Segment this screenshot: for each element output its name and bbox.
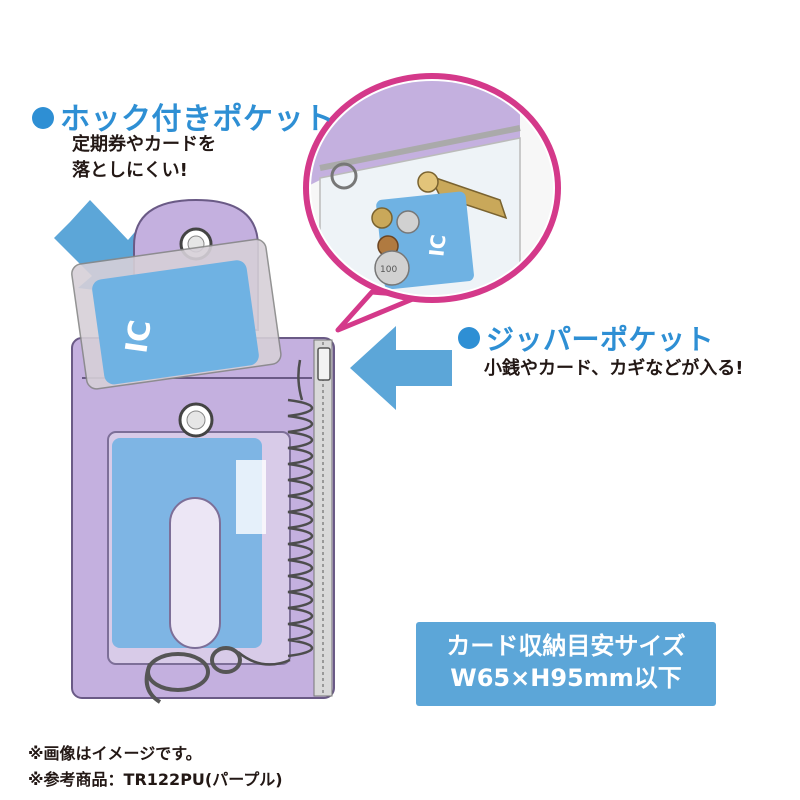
zipper-pocket-title: ジッパーポケット: [458, 318, 714, 358]
carabiner-icon: [144, 646, 242, 704]
hook-pocket-desc-line1: 定期券やカードを: [72, 134, 216, 155]
note-reference-product: ※参考商品：TR122PU(パープル): [28, 770, 283, 789]
arrow-left-icon: [350, 326, 452, 410]
detail-ic-label: IC: [424, 233, 450, 258]
coin-label: 100: [380, 265, 397, 275]
ic-card-label: IC: [119, 318, 158, 356]
hook-pocket-desc: 定期券やカードを 落としにくい!: [72, 132, 216, 184]
note-image: ※画像はイメージです。: [28, 744, 202, 763]
hook-pocket-title: ホック付きポケット: [32, 94, 335, 138]
bullet-circle-icon: [32, 106, 54, 129]
card-size-label: カード収納目安サイズ: [446, 632, 686, 660]
zipper-pocket-desc: 小銭やカード、カギなどが入る!: [484, 358, 744, 379]
coil-cord: [237, 359, 313, 666]
card-size-box: カード収納目安サイズ W65×H95mm以下: [416, 622, 716, 706]
hook-pocket-desc-line2: 落としにくい!: [72, 160, 188, 181]
pouch-body: [71, 198, 335, 699]
bullet-circle-icon: [458, 327, 480, 349]
ic-card-front: [71, 238, 282, 390]
zipper-detail-bubble: [303, 73, 561, 333]
card-size-value: W65×H95mm以下: [450, 664, 682, 692]
